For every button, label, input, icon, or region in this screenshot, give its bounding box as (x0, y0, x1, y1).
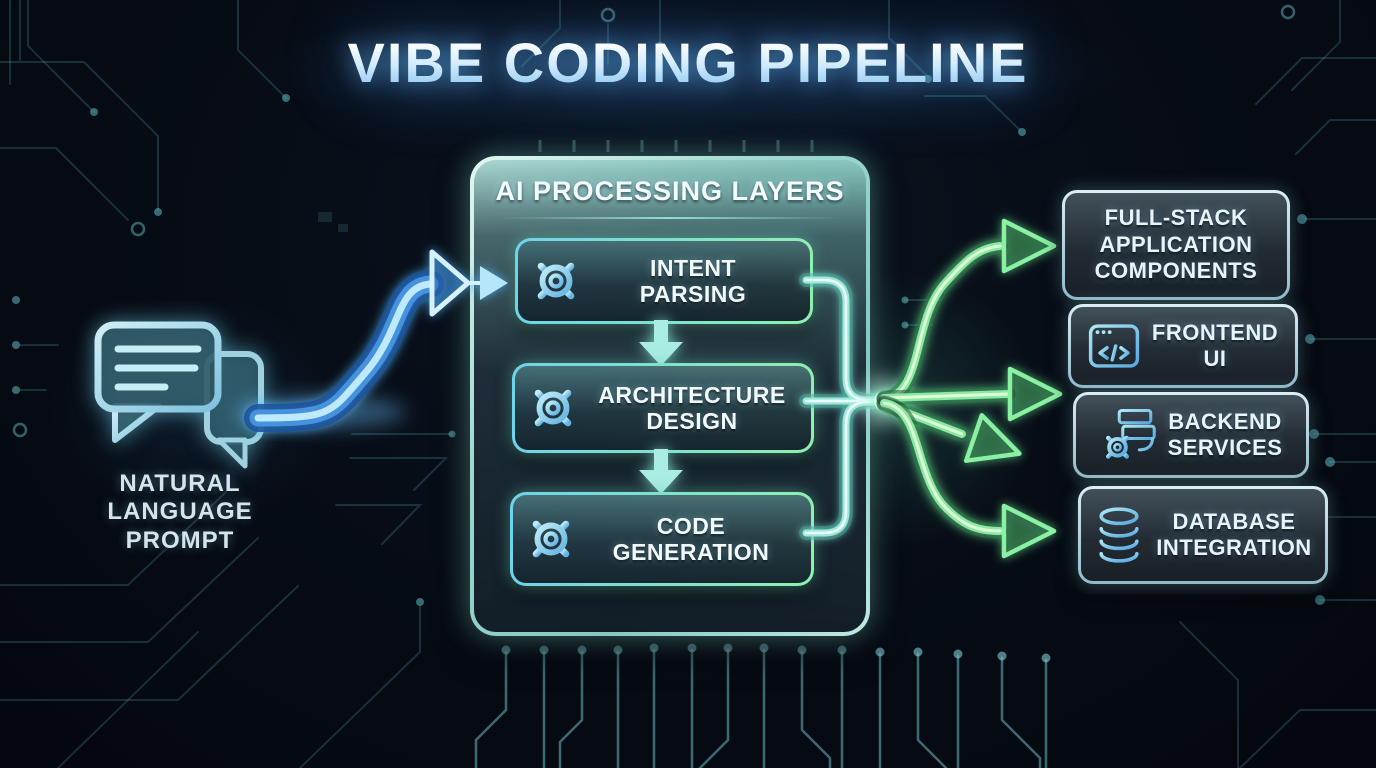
output-label: DATABASE INTEGRATION (1156, 508, 1312, 560)
layer-architecture-design: ARCHITECTURE DESIGN (512, 363, 814, 453)
output-label: FRONTEND UI (1151, 319, 1279, 371)
gear-icon (513, 512, 589, 566)
chat-bubbles-icon (94, 321, 264, 469)
down-arrow-icon (639, 449, 683, 494)
chat-bubble-main (94, 321, 222, 443)
chat-text-lines (114, 345, 202, 391)
ai-processing-panel-body: AI PROCESSING LAYERS (474, 160, 866, 632)
layer-label: INTENT PARSING (639, 254, 747, 307)
ai-processing-panel: AI PROCESSING LAYERS (470, 156, 870, 636)
down-arrow-icon (639, 320, 683, 366)
panel-divider (500, 217, 840, 219)
output-frontend-ui: FRONTEND UI (1068, 304, 1298, 388)
layer-label: ARCHITECTURE DESIGN (598, 381, 786, 434)
layer-code-generation: CODE GENERATION (510, 492, 814, 586)
diagram-title: VIBE CODING PIPELINE (0, 30, 1376, 95)
panel-header: AI PROCESSING LAYERS (495, 176, 845, 206)
gear-icon (518, 254, 594, 308)
server-gear-icon (1100, 407, 1156, 463)
gear-icon (515, 381, 591, 435)
browser-code-icon (1088, 323, 1140, 369)
output-database-integration: DATABASE INTEGRATION (1078, 486, 1328, 584)
database-icon (1094, 504, 1144, 566)
output-backend-services: BACKEND SERVICES (1073, 392, 1309, 478)
output-full-stack: FULL-STACK APPLICATION COMPONENTS (1062, 190, 1290, 300)
input-label: NATURAL LANGUAGE PROMPT (107, 470, 253, 554)
layer-intent-parsing: INTENT PARSING (515, 238, 813, 324)
output-label: BACKEND SERVICES (1167, 408, 1283, 460)
layer-label: CODE GENERATION (612, 512, 770, 565)
output-label: FULL-STACK APPLICATION COMPONENTS (1094, 205, 1258, 284)
